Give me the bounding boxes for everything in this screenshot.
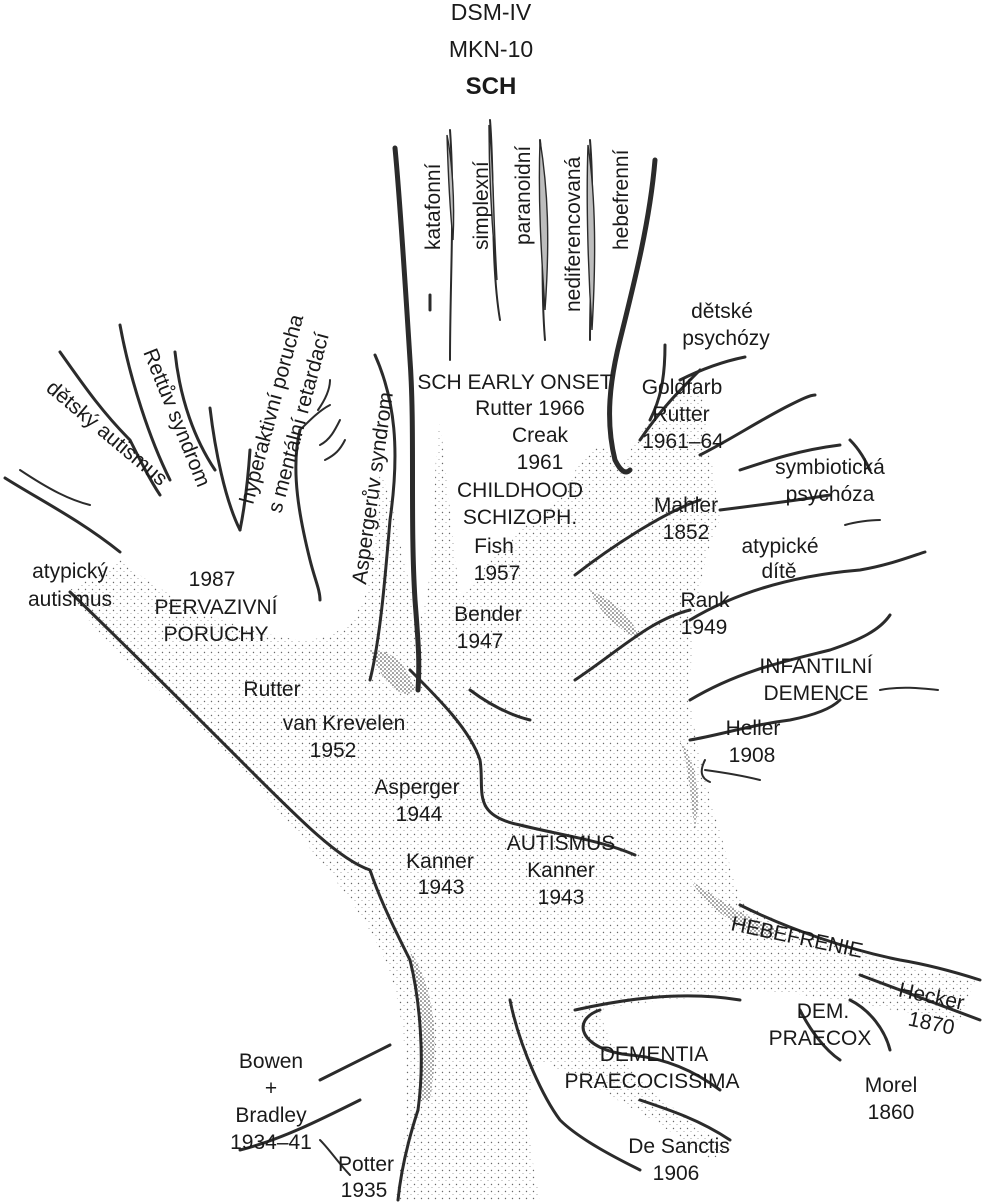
label-heller: Heller [726, 717, 781, 740]
label-detsky-autismus: dětský autismus [42, 376, 172, 490]
header-dsm: DSM-IV [451, 0, 532, 25]
branch-line [880, 688, 938, 690]
label-atypicky-1: atypický [32, 560, 108, 583]
label-potter: Potter [338, 1153, 394, 1176]
label-dite: dítě [761, 560, 796, 583]
label-detske: dětské [691, 300, 753, 323]
label-autismus-year: 1943 [538, 886, 585, 909]
label-psychozy: psychózy [682, 327, 770, 350]
label-schizoph: SCHIZOPH. [463, 506, 577, 529]
label-dem: DEM. [797, 1000, 850, 1023]
label-nediferencovana: nediferencovaná [562, 156, 585, 312]
label-praecocissima: PRAECOCISSIMA [564, 1070, 739, 1093]
label-de-sanctis: De Sanctis [628, 1135, 730, 1158]
label-bradley: Bradley [235, 1104, 307, 1127]
label-bowen-year: 1934–41 [230, 1131, 312, 1154]
label-morel: Morel [865, 1074, 918, 1097]
label-childhood: CHILDHOOD [457, 479, 583, 502]
label-perv-1: PERVAZIVNÍ [155, 596, 278, 619]
label-dementia: DEMENTIA [600, 1043, 709, 1066]
label-creak: Creak [512, 424, 569, 447]
label-infantilni: INFANTILNÍ [759, 655, 872, 678]
label-rutter-1966: Rutter 1966 [475, 397, 585, 420]
leaf-shape [539, 140, 547, 310]
label-mahler-year: 1852 [663, 521, 710, 544]
label-praecox: PRAECOX [769, 1027, 872, 1050]
label-van-krevelen: van Krevelen [283, 712, 406, 735]
label-simplexni: simplexní [470, 161, 493, 250]
label-rank: Rank [680, 589, 730, 612]
leaf-shape [447, 135, 454, 240]
label-paranoidni: paranoidní [512, 146, 535, 245]
label-atypicke: atypické [741, 535, 818, 558]
label-goldfarb-year: 1961–64 [642, 430, 724, 453]
label-bowen: Bowen [239, 1050, 303, 1073]
label-kanner: Kanner [406, 850, 474, 873]
branch-line [320, 1045, 390, 1080]
label-hebefrenni: hebefrenní [610, 149, 633, 250]
label-potter-year: 1935 [341, 1179, 388, 1202]
label-symbioticka: symbiotická [775, 456, 885, 479]
label-rutter: Rutter [243, 678, 300, 701]
branch-line [320, 420, 340, 445]
label-van-krevelen-year: 1952 [310, 739, 357, 762]
label-asperger-year: 1944 [396, 803, 443, 826]
label-bender: Bender [454, 603, 522, 626]
label-kanner-year: 1943 [418, 876, 465, 899]
label-creak-year: 1961 [517, 451, 564, 474]
label-de-sanctis-year: 1906 [653, 1162, 700, 1185]
label-bender-year: 1947 [457, 630, 504, 653]
label-fish-year: 1957 [474, 562, 521, 585]
branch-line [5, 478, 120, 552]
label-morel-year: 1860 [868, 1101, 915, 1124]
label-goldfarb-rutter: Rutter [652, 403, 709, 426]
label-perv-year: 1987 [189, 568, 236, 591]
label-fish: Fish [474, 535, 514, 558]
label-katafonni: katafonní [422, 163, 445, 250]
label-plus: + [265, 1077, 277, 1100]
branch-line [845, 520, 880, 525]
label-goldfarb: Goldfarb [642, 376, 723, 399]
label-autismus-kanner: Kanner [527, 859, 595, 882]
branch-line [20, 470, 90, 505]
label-sch-early-onset: SCH EARLY ONSET [417, 371, 612, 394]
leaf-shape [587, 145, 594, 330]
label-atypicky-2: autismus [28, 588, 112, 611]
label-demence: DEMENCE [763, 682, 868, 705]
branch-line [705, 770, 760, 780]
branch-line [325, 440, 345, 460]
label-perv-2: PORUCHY [163, 623, 268, 646]
label-asperger: Asperger [374, 776, 459, 799]
label-rank-year: 1949 [681, 616, 728, 639]
header-mkn: MKN-10 [449, 36, 533, 62]
label-psychoza: psychóza [786, 483, 875, 506]
label-autismus: AUTISMUS [507, 832, 616, 855]
header-sch: SCH [466, 73, 517, 100]
label-heller-year: 1908 [729, 744, 776, 767]
label-mahler: Mahler [654, 494, 718, 517]
